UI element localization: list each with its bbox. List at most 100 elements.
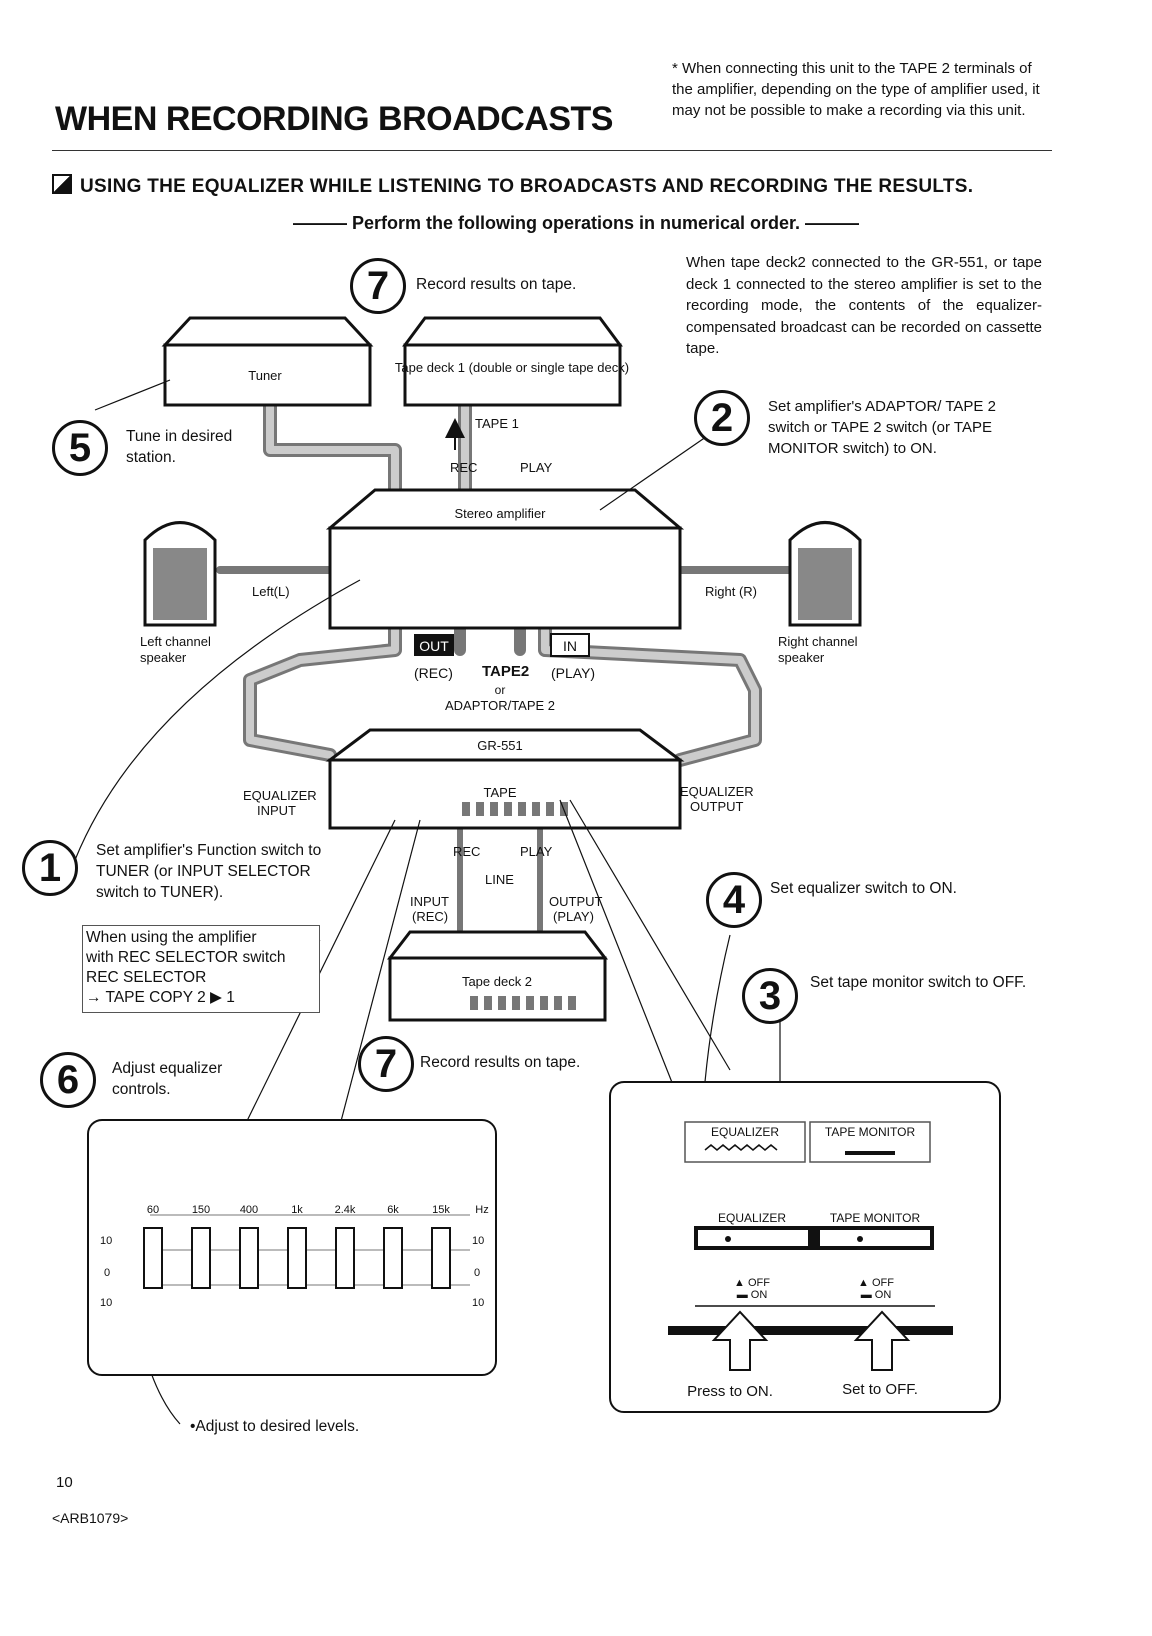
step-2-text: Set amplifier's ADAPTOR/ TAPE 2 switch o… [768,398,996,457]
line-label: LINE [485,872,514,887]
step-4-badge: 4 [706,872,762,928]
eq-freq-15k: 15k [432,1204,450,1216]
rec-selector-line-3: REC SELECTOR [86,969,207,986]
step-4-text: Set equalizer switch to ON. [770,880,957,897]
instruction: ——— Perform the following operations in … [292,213,860,233]
deck2-rec-label: REC [453,844,480,859]
sw-equalizer-top: EQUALIZER [711,1125,779,1139]
right-speaker: Right channel speaker [778,521,862,665]
eq-unit: Hz [475,1204,488,1216]
press-on-arrow-icon [711,1310,769,1371]
amp-label: Stereo amplifier [454,506,546,521]
step-7a-badge: 7 [350,258,406,314]
rec-selector-line-2: with REC SELECTOR switch [86,949,286,966]
tape-deck-2-label: Tape deck 2 [462,974,532,989]
tape-deck-2: Tape deck 2 [386,930,609,1022]
eq-output-label-2: OUTPUT [690,799,744,814]
page-number: 10 [56,1474,73,1491]
eq-frequency-labels: 60 150 400 1k 2.4k 6k 15k Hz [147,1204,489,1216]
switch-panel: EQUALIZER TAPE MONITOR EQUALIZER TAPE MO… [609,1081,1001,1413]
eq-scale-top-right: 10 [472,1235,484,1247]
tape-deck-1: Tape deck 1 (double or single tape deck)… [395,316,629,475]
eq-scale-bottom-right: 10 [472,1297,484,1309]
right-speaker-label-1: Right channel [778,634,858,649]
out-label: OUT [419,638,449,654]
left-speaker-label-1: Left channel [140,634,211,649]
input-rec-label-2: (REC) [412,909,448,924]
eq-input-label-1: EQUALIZER [243,788,317,803]
deck2-play-label: PLAY [520,844,553,859]
output-play-label-1: OUTPUT [549,894,603,909]
eq-scale-mid: 0 [104,1267,110,1279]
output-play-label-2: (PLAY) [553,909,594,924]
tuner-label: Tuner [248,368,282,383]
set-off-arrow-icon [853,1310,911,1371]
sw-tm-off: ▲ OFF [858,1277,894,1289]
rec-selector-note: When using the amplifier with REC SELECT… [82,925,320,1013]
eq-freq-400: 400 [240,1204,258,1216]
right-label: Right (R) [705,584,757,599]
sw-tm-on: ▬ ON [861,1289,892,1301]
set-off-label: Set to OFF. [842,1381,918,1398]
step-7b-text: Record results on tape. [420,1054,581,1071]
out-rec-label: (REC) [414,665,453,681]
stereo-amplifier: Stereo amplifier Left(L) Right (R) [252,488,757,630]
step-6-badge: 6 [40,1052,96,1108]
page-title: WHEN RECORDING BROADCASTS [55,100,613,138]
press-on-label: Press to ON. [687,1383,773,1400]
equalizer-panel: 60 150 400 1k 2.4k 6k 15k Hz 10 0 10 10 … [87,1119,497,1376]
eq-freq-1k: 1k [291,1204,303,1216]
left-speaker: Left channel speaker [140,521,217,665]
eq-freq-60: 60 [147,1204,159,1216]
in-label: IN [563,638,577,654]
sw-tape-monitor-label: TAPE MONITOR [830,1211,921,1225]
sw-eq-off: ▲ OFF [734,1277,770,1289]
header-rule [52,150,1052,151]
step-6-text: Adjust equalizer controls. [112,1060,223,1098]
tape-1-label: TAPE 1 [475,416,519,431]
eq-input-label-2: INPUT [257,803,296,818]
document-code: <ARB1079> [52,1510,129,1526]
step-5-text: Tune in desired station. [126,428,233,466]
eq-scale-bottom: 10 [100,1297,112,1309]
step-2-badge: 2 [694,390,750,446]
rec-selector-line-1: When using the amplifier [86,929,257,946]
sw-tape-monitor-top: TAPE MONITOR [825,1125,916,1139]
top-note: * When connecting this unit to the TAPE … [672,60,1040,119]
rec-selector-line-4: → TAPE COPY 2 ▶ 1 [86,989,235,1006]
eq-scale-mid-right: 0 [474,1267,480,1279]
sw-eq-on: ▬ ON [737,1289,768,1301]
step-1-text: Set amplifier's Function switch to TUNER… [96,842,322,901]
gr551-label: GR-551 [477,738,523,753]
eq-scale-top: 10 [100,1235,112,1247]
adjust-note: •Adjust to desired levels. [190,1418,360,1435]
sw-equalizer-label: EQUALIZER [718,1211,786,1225]
eq-freq-6k: 6k [387,1204,399,1216]
step-7b-badge: 7 [358,1036,414,1092]
right-speaker-label-2: speaker [778,650,825,665]
eq-sliders [143,1214,470,1289]
left-speaker-label-2: speaker [140,650,187,665]
intro-note: When tape deck2 connected to the GR-551,… [686,254,1042,357]
tuner-unit: Tuner [161,316,374,407]
adaptor-tape2-label: ADAPTOR/TAPE 2 [445,698,555,713]
section-title: USING THE EQUALIZER WHILE LISTENING TO B… [52,174,973,198]
gr551-unit: GR-551 TAPE EQUALIZER INPUT EQUALIZER OU… [243,728,754,830]
or-label: or [495,683,506,697]
eq-freq-2-4k: 2.4k [335,1204,356,1216]
left-label: Left(L) [252,584,290,599]
tape2-label: TAPE2 [482,663,529,680]
deck1-play-label: PLAY [520,460,553,475]
input-rec-label-1: INPUT [410,894,449,909]
eq-freq-150: 150 [192,1204,210,1216]
step-5-badge: 5 [52,420,108,476]
step-7a-text: Record results on tape. [416,276,577,293]
tape-deck-1-label: Tape deck 1 (double or single tape deck) [395,360,629,375]
tape2-terminals: OUT IN (REC) TAPE2 (PLAY) or ADAPTOR/TAP… [414,633,595,713]
in-play-label: (PLAY) [551,665,595,681]
step-3-text: Set tape monitor switch to OFF. [810,974,1027,991]
gr551-tape-label: TAPE [484,785,517,800]
step-3-badge: 3 [742,968,798,1024]
deck1-rec-label: REC [450,460,477,475]
